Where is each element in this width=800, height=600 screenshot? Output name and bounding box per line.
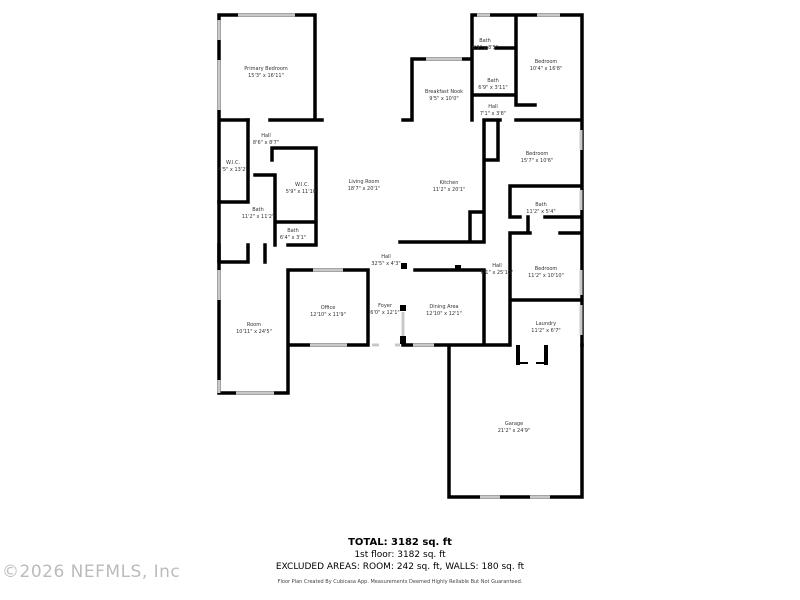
room-dims: 15'3" x 16'11" — [248, 73, 284, 79]
room-dims: 11'2" x 11'2" — [242, 214, 275, 220]
watermark: ©2026 NEFMLS, Inc — [2, 562, 181, 582]
room-dims: 6'9" x 8'5" — [472, 45, 498, 51]
room-dims: 6'1" x 25'10" — [481, 270, 514, 276]
room-dims: 18'7" x 20'1" — [348, 186, 381, 192]
room-dims: 15'7" x 10'6" — [521, 158, 554, 164]
room-dims: 6'0" x 12'1" — [370, 310, 399, 316]
room-name: Bath — [287, 228, 299, 234]
room-dims: 6'4" x 3'1" — [280, 235, 306, 241]
room-name: Hall — [488, 104, 498, 110]
excluded-areas: EXCLUDED AREAS: ROOM: 242 sq. ft, WALLS:… — [275, 562, 525, 572]
windows — [217, 13, 583, 499]
room-name: Foyer — [378, 303, 393, 309]
room-dims: 10'4" x 16'8" — [530, 66, 563, 72]
room-name: Bath — [252, 207, 264, 213]
room-dims: 32'5" x 4'3" — [371, 261, 400, 267]
room-dims: 7'1" x 3'8" — [480, 111, 506, 117]
room-labels: Primary Bedroom 15'3" x 16'11" Hall 8'6"… — [218, 38, 564, 434]
room-dims: 5'9" x 11'10" — [286, 189, 319, 195]
room-dims: 11'2" x 20'1" — [433, 187, 466, 193]
room-dims: 9'5" x 10'0" — [429, 96, 458, 102]
room-name: Kitchen — [440, 180, 459, 186]
room-dims: 11'2" x 6'7" — [531, 328, 560, 334]
room-name: Bath — [479, 38, 491, 44]
room-name: Dining Area — [429, 304, 458, 310]
room-name: Primary Bedroom — [244, 66, 288, 72]
room-name: Room — [247, 322, 261, 328]
room-name: Bedroom — [535, 59, 558, 65]
room-name: Bedroom — [535, 266, 558, 272]
room-name: Bath — [535, 202, 547, 208]
walls — [217, 13, 584, 499]
room-name: Hall — [381, 254, 391, 260]
room-dims: 11'2" x 5'4" — [526, 209, 555, 215]
room-name: Hall — [261, 133, 271, 139]
floor-area: 1st floor: 3182 sq. ft — [354, 550, 446, 560]
room-name: Bath — [487, 78, 499, 84]
room-dims: 12'10" x 12'1" — [426, 311, 462, 317]
credit-note: Floor Plan Created By Cubicasa App. Meas… — [277, 579, 523, 585]
room-dims: 6'9" x 3'11" — [478, 85, 507, 91]
total-area: TOTAL: 3182 sq. ft — [348, 537, 452, 548]
room-dims: 10'11" x 24'5" — [236, 329, 272, 335]
room-name: Bedroom — [526, 151, 549, 157]
room-name: Living Room — [349, 179, 380, 185]
room-dims: 8'6" x 8'7" — [253, 140, 279, 146]
room-name: Hall — [492, 263, 502, 269]
room-name: Office — [321, 305, 336, 311]
room-dims: 12'10" x 11'9" — [310, 312, 346, 318]
room-name: W.I.C. — [226, 160, 241, 166]
room-dims: 21'2" x 24'9" — [498, 428, 531, 434]
room-name: Laundry — [536, 321, 556, 327]
room-dims: 4'5" x 13'2" — [218, 167, 247, 173]
room-dims: 11'2" x 10'10" — [528, 273, 564, 279]
room-name: Breakfast Nook — [425, 89, 463, 95]
room-name: W.I.C. — [295, 182, 310, 188]
room-name: Garage — [505, 421, 523, 427]
